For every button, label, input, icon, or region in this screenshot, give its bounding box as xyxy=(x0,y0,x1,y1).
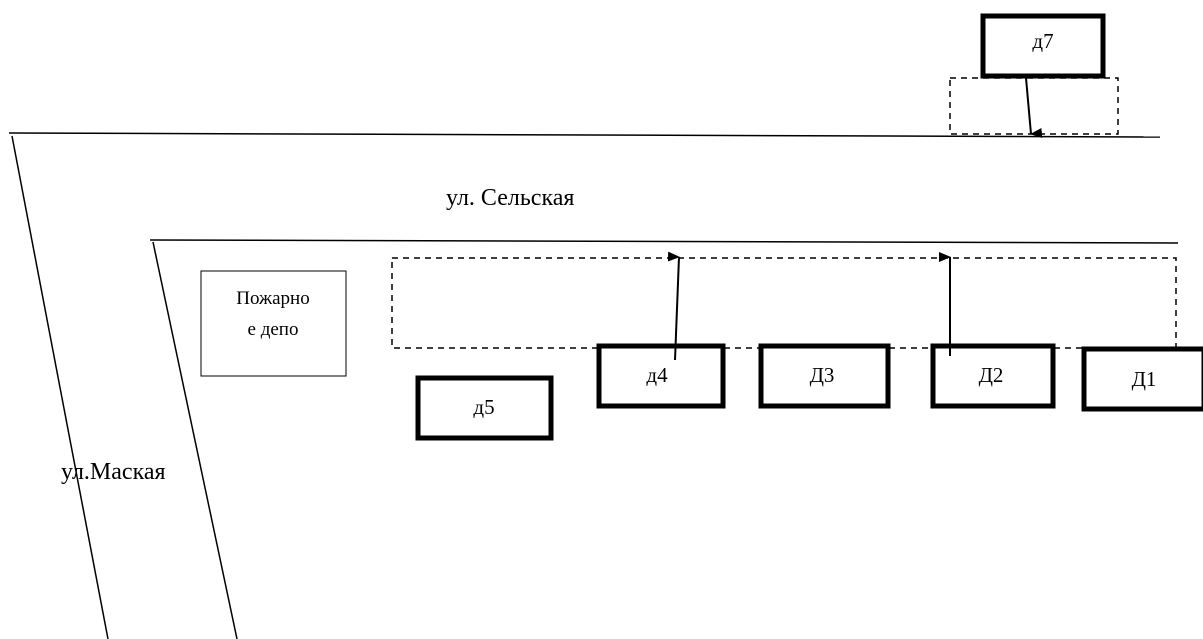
arrows xyxy=(667,77,1043,361)
building-d2-label: Д2 xyxy=(979,363,1004,387)
arrow-d7-down xyxy=(1025,77,1043,139)
building-d5 xyxy=(415,375,554,441)
street-maskaya-label: ул.Маская xyxy=(61,459,166,485)
buildings xyxy=(415,13,1203,441)
house-row-zone-dashed xyxy=(391,257,1177,349)
street-selskaya-top-edge xyxy=(8,132,1161,138)
street-maskaya-right-edge xyxy=(152,241,238,639)
street-maskaya-edges xyxy=(11,135,238,639)
building-d3 xyxy=(758,343,891,409)
dashed-zones xyxy=(391,77,1177,349)
building-d2 xyxy=(930,343,1056,409)
building-d5-label: д5 xyxy=(473,395,494,419)
fire-depot-label-line2: е депо xyxy=(248,319,299,340)
street-selskaya-bottom-edge xyxy=(149,239,1179,244)
street-selskaya-edges xyxy=(8,132,1179,244)
building-d1-label: Д1 xyxy=(1132,367,1157,391)
building-d7 xyxy=(980,13,1106,79)
fire-depot-box xyxy=(200,270,347,377)
arrow-d4-up xyxy=(667,251,680,361)
building-d7-label: д7 xyxy=(1032,29,1053,53)
building-d1 xyxy=(1081,346,1203,412)
building-d4-label: д4 xyxy=(646,363,668,387)
building-d4 xyxy=(596,343,726,409)
street-maskaya-left-edge xyxy=(11,135,109,639)
building-d3-label: Д3 xyxy=(810,363,835,387)
fire-depot-label-line1: Пожарно xyxy=(236,288,309,309)
d7-zone-dashed xyxy=(949,77,1119,135)
street-selskaya-label: ул. Сельская xyxy=(446,185,574,211)
